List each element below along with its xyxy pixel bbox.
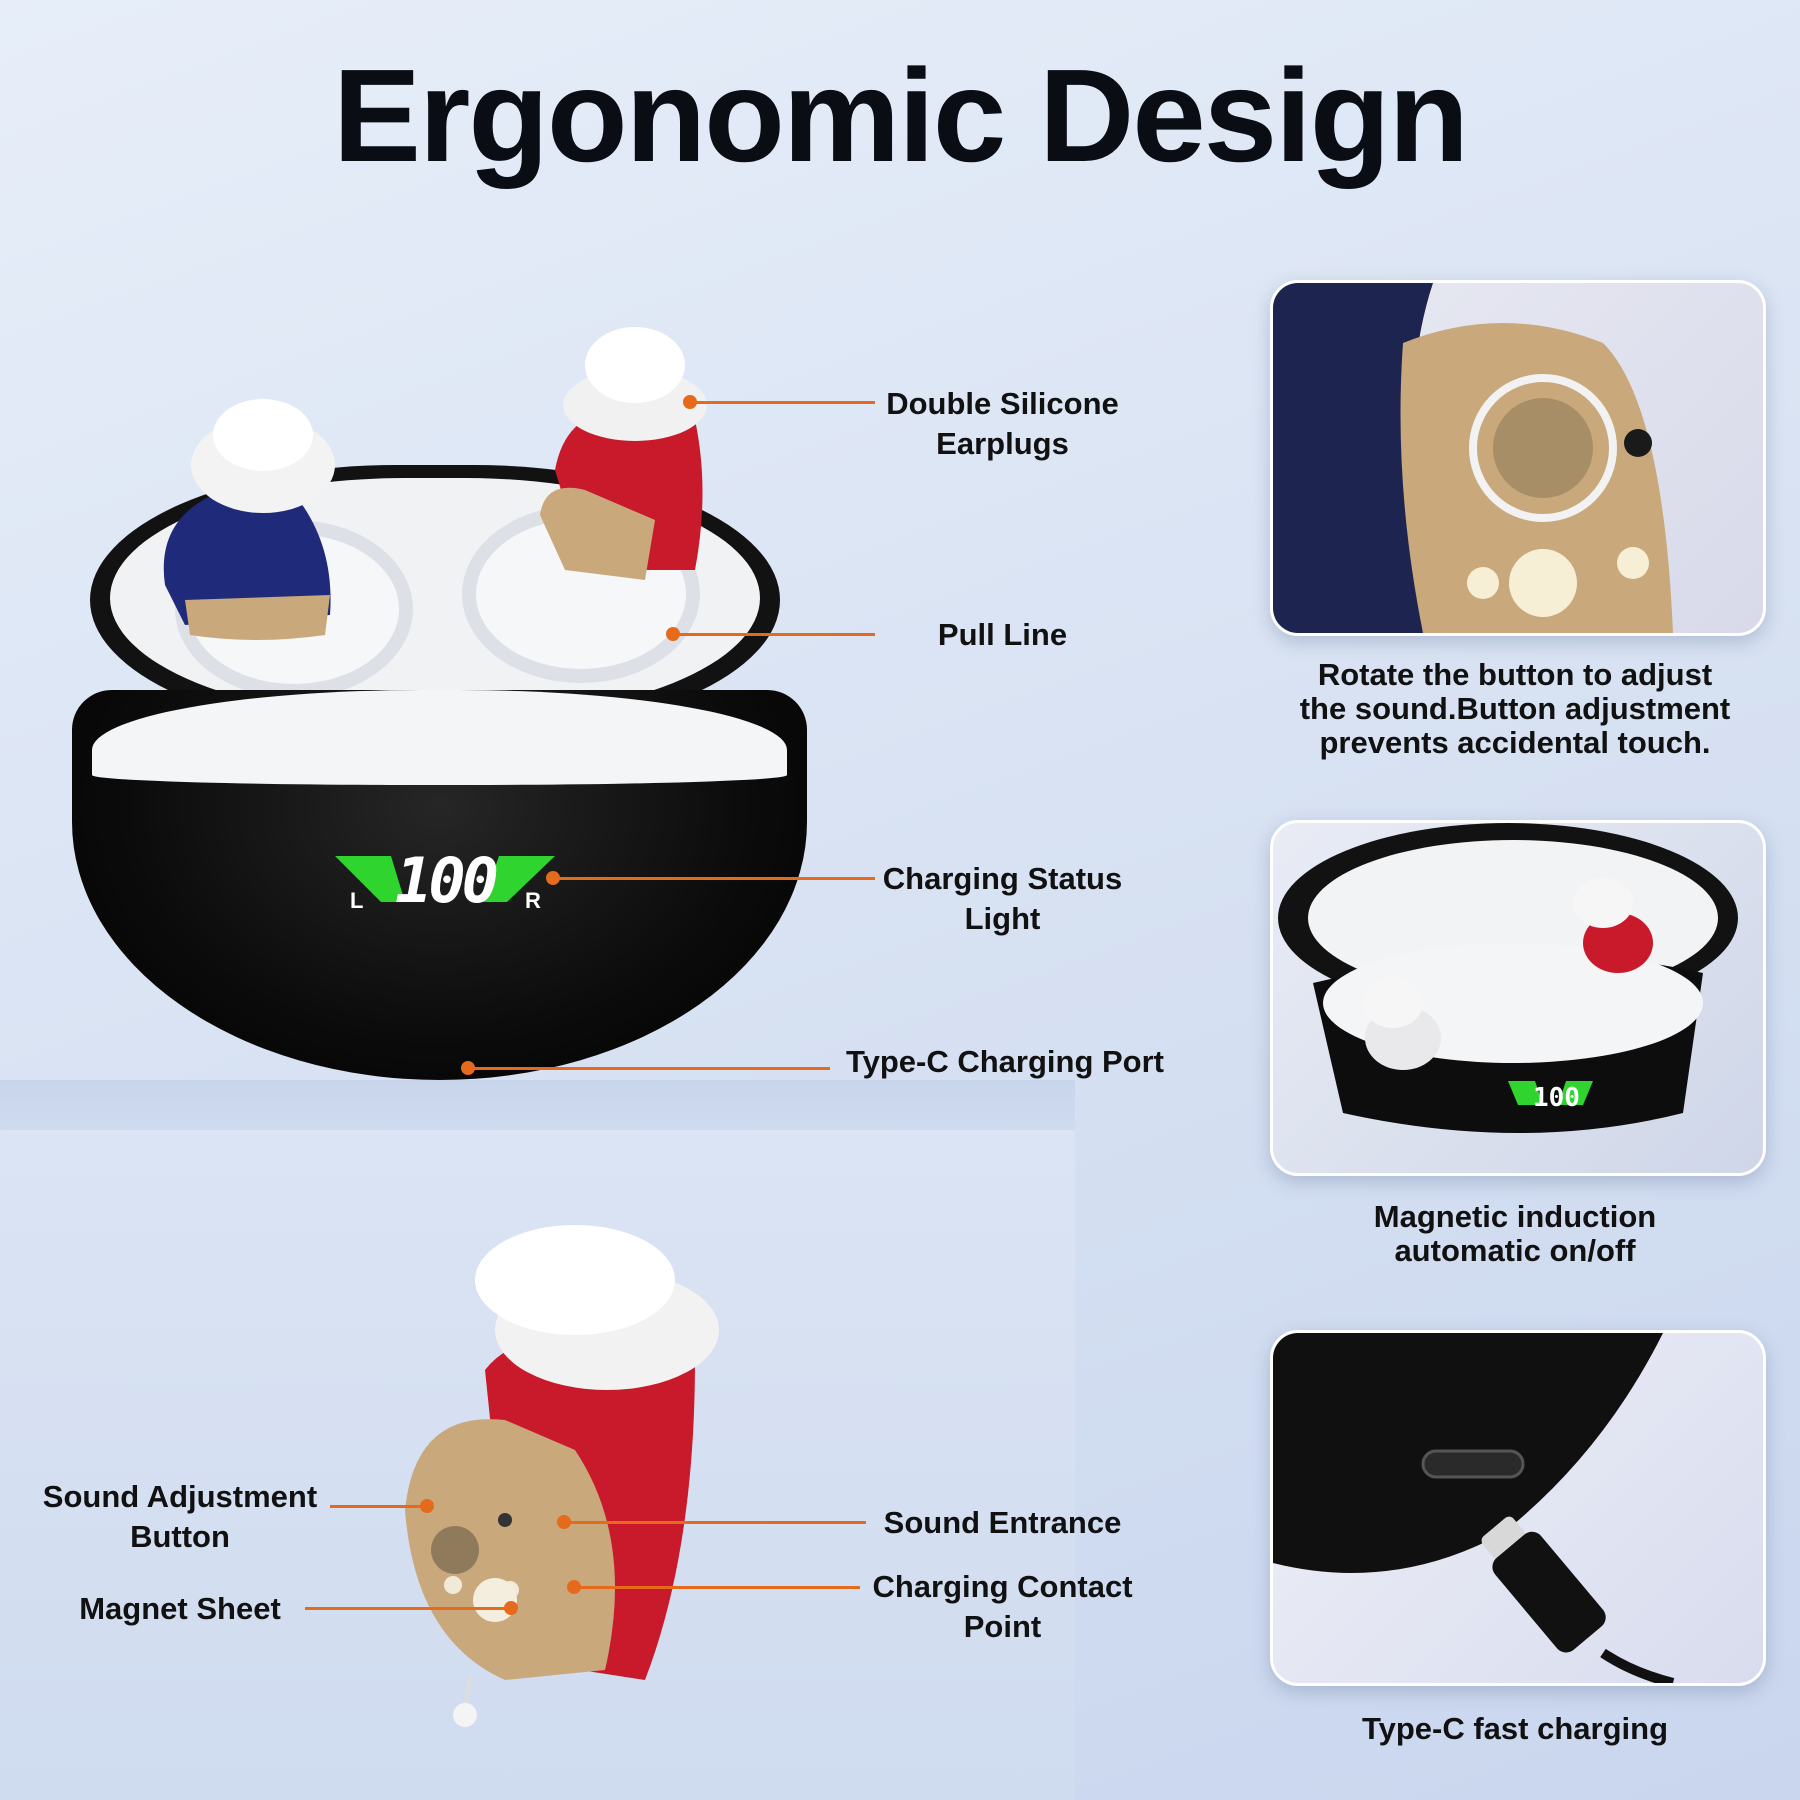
battery-display: 100 L R [335,844,555,920]
caption-magnetic: Magnetic induction automatic on/off [1373,1199,1657,1268]
label-sound-entrance: Sound Entrance [883,1505,1122,1540]
callout-dot-sound-button [420,1499,434,1513]
label-status-light: Charging Status Light [882,861,1123,936]
label-magnet: Magnet Sheet [79,1591,281,1626]
magnetic-case-illustration: 100 [1278,823,1738,1133]
battery-value: 100 [395,844,499,917]
large-red-earbud [405,1225,719,1727]
display-left-label: L [350,888,364,913]
callout-line-status-light [553,877,875,880]
callout-line-type-c-port [468,1067,830,1070]
callout-line-pull-line [673,633,875,636]
led-wings-icon [335,856,555,902]
label-sound-button: Sound Adjustment Button [42,1479,318,1554]
display-right-label: R [525,888,541,913]
panel-rotate-button [1270,280,1766,636]
red-earbud [540,327,707,580]
caption-type-c: Type-C fast charging [1361,1711,1669,1746]
blue-earbud [163,399,335,640]
panel-magnetic: 100 [1270,820,1766,1176]
label-pull-line: Pull Line [937,617,1068,652]
callout-line-contact-point [574,1586,860,1589]
page-title: Ergonomic Design [332,42,1469,189]
callout-line-magnet [305,1607,510,1610]
label-type-c-port: Type-C Charging Port [845,1044,1165,1079]
caption-rotate: Rotate the button to adjust the sound.Bu… [1299,657,1731,760]
rotate-button-illustration [1273,283,1673,633]
callout-line-sound-entrance [564,1521,866,1524]
label-earplugs: Double Silicone Earplugs [886,386,1119,461]
callout-line-earplugs [690,401,875,404]
callout-dot-magnet [504,1601,518,1615]
label-contact-point: Charging Contact Point [872,1569,1133,1644]
mini-display-value: 100 [1533,1083,1580,1113]
callout-line-sound-button [330,1505,427,1508]
case-rim [92,690,787,785]
type-c-illustration [1273,1333,1675,1683]
panel-type-c [1270,1330,1766,1686]
